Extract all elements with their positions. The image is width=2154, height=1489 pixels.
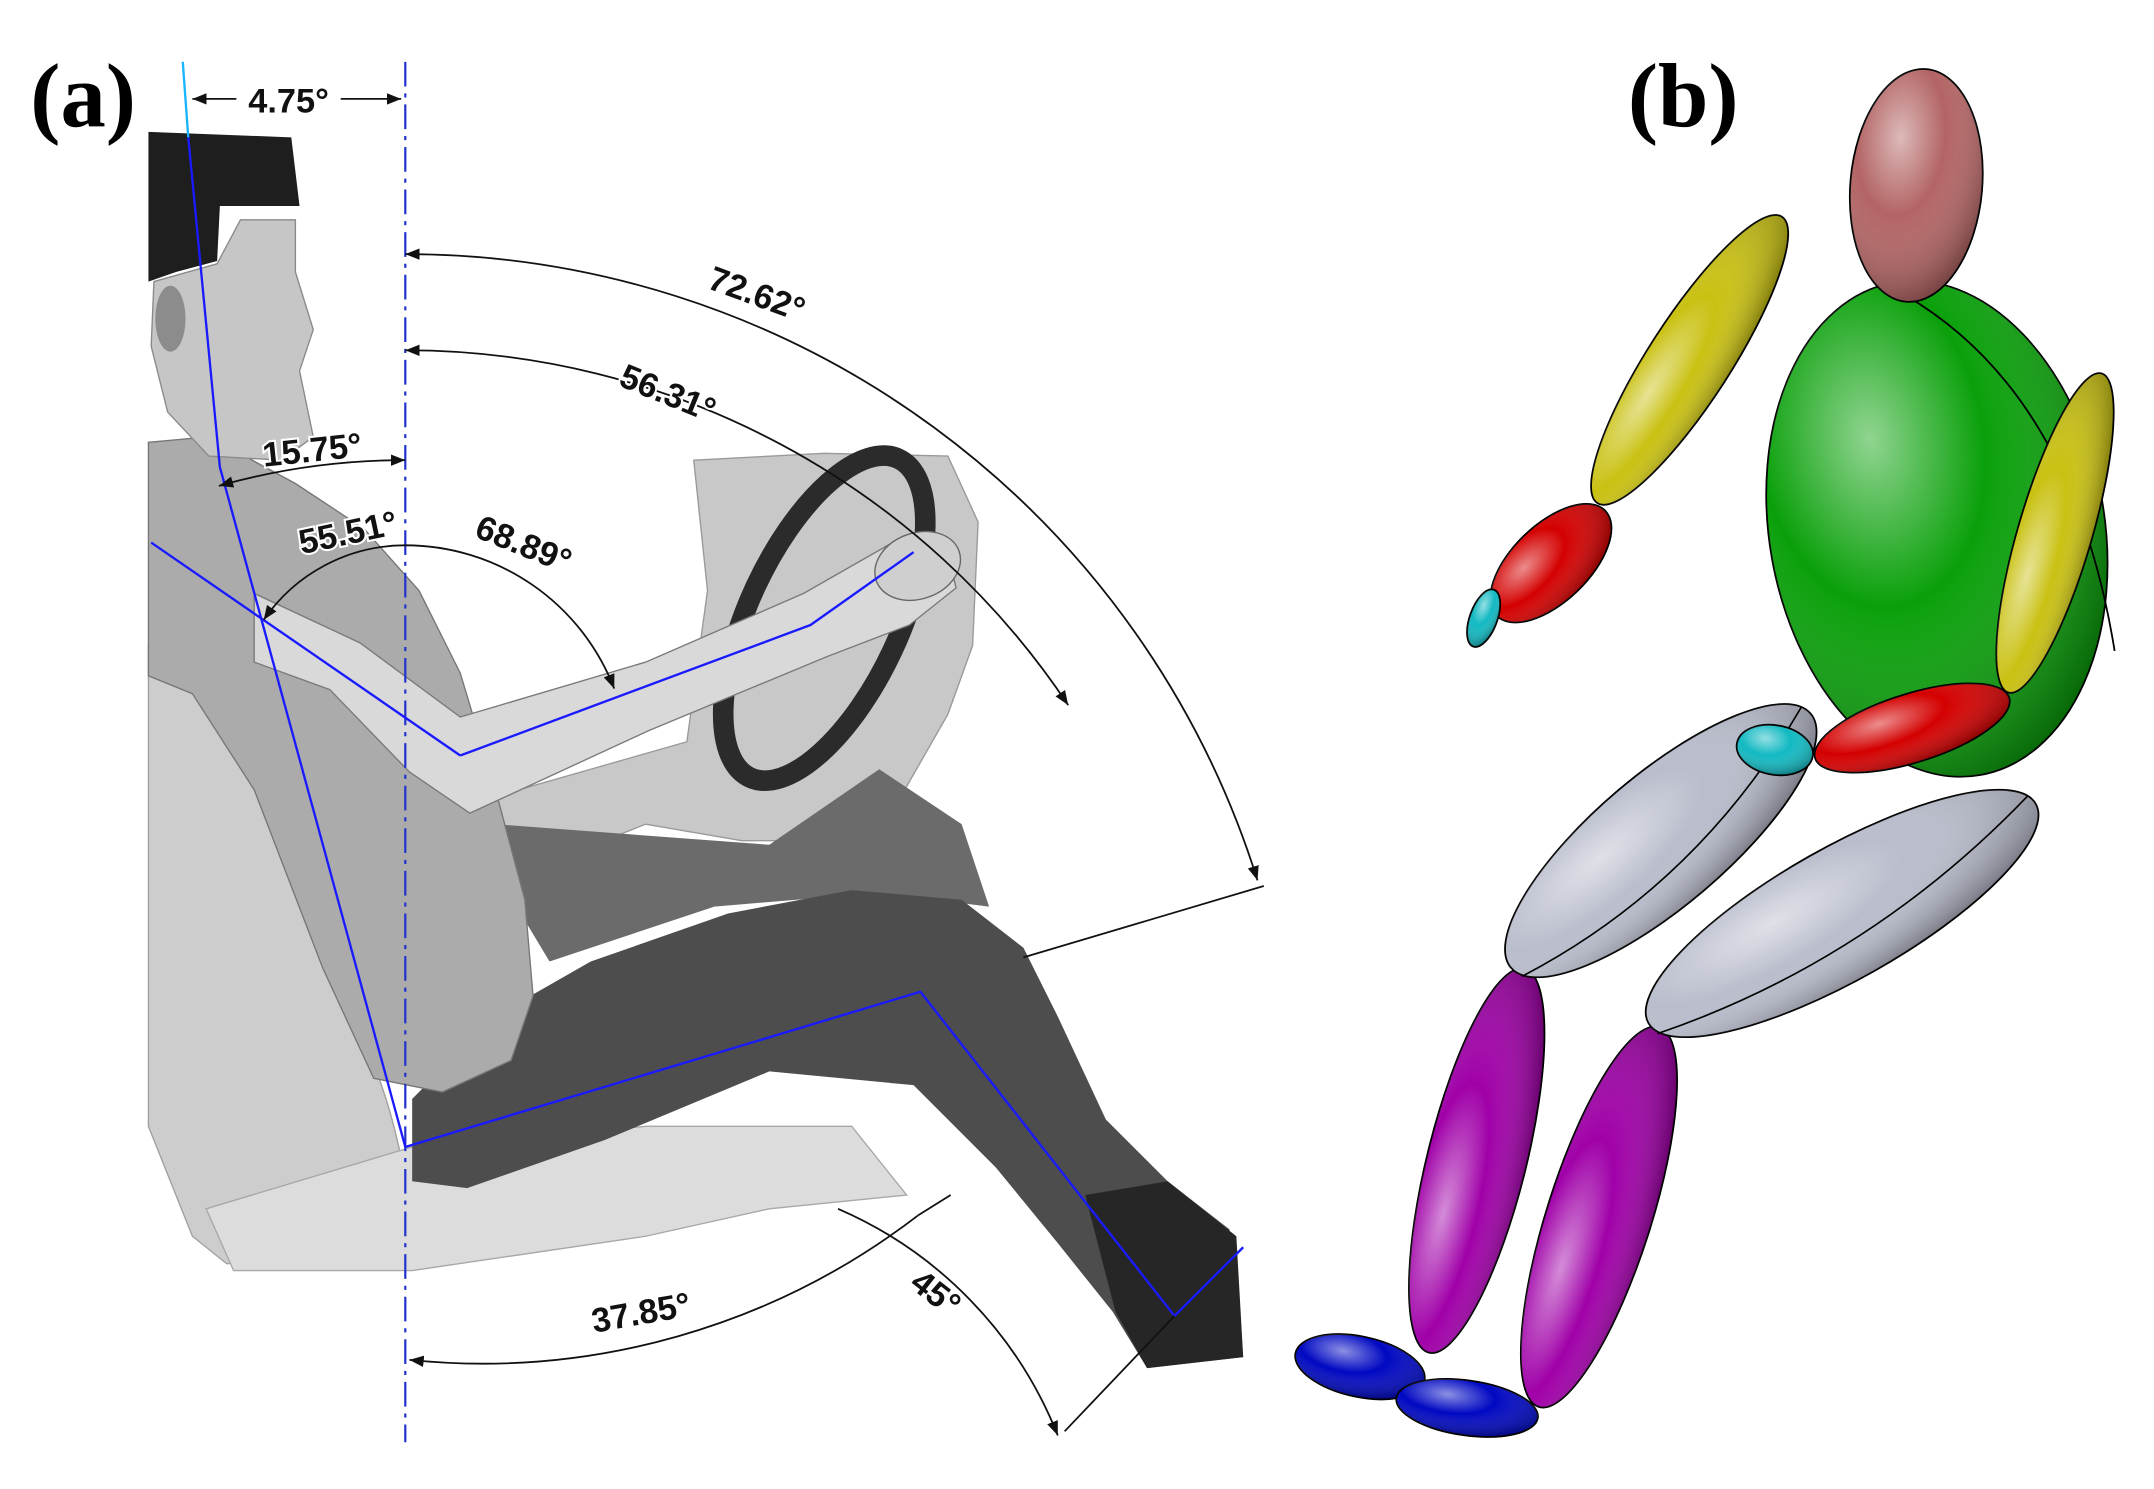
left-forearm-shading — [1490, 503, 1612, 623]
right-thigh-seam — [1657, 795, 2029, 1035]
knee-tick-line — [917, 1194, 952, 1217]
torso-seam — [1886, 284, 2116, 652]
left-upper-arm-segment — [1590, 214, 1790, 506]
right-shank-shading — [1520, 1026, 1678, 1408]
thigh-angle-label: 72.62° — [703, 260, 810, 330]
panel-b-label: (b) — [1628, 45, 1739, 146]
driver-ear — [155, 285, 186, 352]
left-foot-segment — [1294, 1333, 1426, 1401]
panel-a-label: (a) — [30, 45, 136, 146]
right-foot-segment — [1395, 1378, 1539, 1438]
knee-angle-label: 37.85° — [589, 1286, 694, 1341]
ellipsoid-body-model — [1294, 68, 2116, 1438]
head-tilt-angle-label: 4.75° — [248, 83, 329, 121]
right-forearm-shading — [1814, 683, 2010, 773]
right-thigh-segment — [1644, 788, 2040, 1039]
left-thigh-segment — [1504, 703, 1818, 979]
foot-extension-line — [1063, 1315, 1176, 1432]
driver-photo — [147, 131, 1244, 1369]
driver-hair — [148, 131, 300, 282]
upper-arm-angle-arc — [262, 544, 406, 621]
panel-b: (b) — [1294, 45, 2116, 1438]
right-thigh-shading — [1645, 789, 2039, 1038]
ankle-angle-arc — [837, 1207, 1059, 1436]
ankle-angle-label: 45° — [903, 1263, 967, 1325]
left-thigh-shading — [1505, 704, 1817, 978]
right-forearm-segment — [1813, 682, 2011, 774]
driver-legs — [412, 890, 1244, 1369]
left-foot-shading — [1295, 1334, 1425, 1400]
right-foot-shading — [1396, 1378, 1538, 1437]
leg-line — [404, 990, 1245, 1318]
driver-face — [150, 219, 315, 461]
head-line — [181, 61, 190, 138]
driver-shoe — [1085, 1181, 1244, 1369]
knee-angle-arc — [409, 1214, 919, 1368]
left-hand-segment — [1466, 588, 1502, 648]
left-upper-arm-shading — [1591, 214, 1789, 505]
right-upper-arm-shading — [1996, 373, 2114, 693]
left-hand-shading — [1467, 589, 1501, 647]
wheel-angle-arc — [405, 344, 1069, 706]
elbow-angle-arc — [405, 544, 616, 689]
right-hand-shading — [1736, 724, 1813, 776]
thigh-extension-line — [1023, 885, 1265, 959]
right-upper-arm-segment — [1995, 372, 2115, 694]
elbow-angle-label: 68.89° — [470, 508, 577, 581]
wheel-angle-label: 56.31° — [614, 357, 721, 430]
head-shading — [1849, 68, 1983, 302]
head-segment — [1848, 68, 1984, 303]
panel-a: (a) — [30, 45, 1265, 1443]
right-hand-segment — [1735, 723, 1814, 777]
driver-torso — [147, 436, 534, 1093]
torso-angle-arc — [218, 454, 406, 488]
left-shank-shading — [1408, 968, 1545, 1354]
